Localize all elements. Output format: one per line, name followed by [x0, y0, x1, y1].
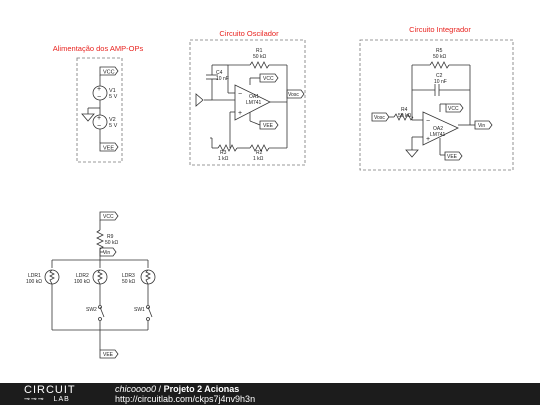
integrator-ground-icon	[405, 149, 419, 158]
oa1-vcc-label: VCC	[263, 76, 274, 82]
footer-title: chicoooo0 / Projeto 2 Acionas	[115, 384, 239, 394]
circuitlab-logo: CIRCUIT	[24, 384, 76, 396]
ldr1-name: LDR1	[28, 273, 41, 279]
oa2-opamp	[422, 111, 459, 146]
ldr-vee-box	[99, 349, 119, 359]
supply-circuit	[81, 66, 119, 152]
oa2-model: LM741	[430, 132, 446, 138]
ldr3-name: LDR3	[122, 273, 135, 279]
title-separator: /	[156, 384, 164, 394]
ldr-vin-label: Vin	[103, 250, 110, 256]
r1-resistor	[249, 61, 270, 69]
vosc-out-label: Vosc	[288, 92, 299, 98]
supply-section-title: Alimentação dos AMP-OPs	[53, 44, 144, 53]
v2-name: V2	[109, 117, 116, 123]
c4-value: 10 nF	[216, 76, 229, 82]
sw1-label: SW1	[134, 307, 145, 313]
sw2-label: SW2	[86, 307, 97, 313]
vosc-in-box	[371, 112, 390, 122]
c4-name: C4	[216, 70, 223, 76]
r1-name: R1	[256, 48, 263, 54]
integrator-section-title: Circuito Integrador	[409, 25, 471, 34]
vin-out-label: Vin	[478, 123, 485, 129]
c2-name: C2	[436, 73, 443, 79]
v2-value: 5 V	[109, 123, 118, 129]
ldr-vin-box	[99, 247, 117, 257]
oa1-name: OA1	[249, 94, 259, 100]
ldr-circuit	[44, 211, 156, 359]
project-url[interactable]: http://circuitlab.com/ckps7j4nv9h3n	[115, 394, 256, 404]
vcc-label-box	[99, 66, 119, 76]
ldr1-value: 100 kΩ	[26, 279, 42, 285]
ldr-vee-label: VEE	[103, 352, 114, 358]
vosc-in-label: Vosc	[374, 115, 385, 121]
r9-name: R9	[107, 234, 114, 240]
oa1-vee-label: VEE	[263, 123, 274, 129]
r5-name: R5	[436, 48, 443, 54]
svg-text:+: +	[238, 110, 242, 117]
oa1-model: LM741	[246, 100, 262, 106]
r9-value: 50 kΩ	[105, 240, 118, 246]
ground-icon	[81, 113, 95, 122]
footer-bar: CIRCUIT ⊸⊸⊸ LAB chicoooo0 / Projeto 2 Ac…	[0, 383, 540, 405]
oa1-vee-box	[259, 120, 279, 130]
schematic-canvas: Alimentação dos AMP-OPs Circuito Oscilad…	[26, 25, 514, 359]
oscillator-ground-icon	[195, 93, 204, 107]
circuitlab-logo-sub: ⊸⊸⊸ LAB	[24, 396, 70, 403]
r3-value: 1 kΩ	[218, 156, 229, 162]
oa2-vcc-label: VCC	[448, 106, 459, 112]
r9-resistor	[96, 229, 104, 250]
r5-value: 50 kΩ	[433, 54, 446, 60]
supply-section-box	[76, 57, 123, 163]
r3-name: R3	[220, 150, 227, 156]
svg-text:−: −	[97, 94, 101, 101]
svg-text:−: −	[238, 91, 242, 98]
oa2-name: OA2	[433, 126, 443, 132]
c2-value: 10 nF	[434, 79, 447, 85]
oa1-opamp	[234, 84, 271, 121]
v1-name: V1	[109, 88, 116, 94]
r2-name: R2	[256, 150, 263, 156]
ldr-vcc-box	[99, 211, 119, 221]
sw1-switch	[146, 305, 150, 309]
svg-text:−: −	[426, 118, 430, 125]
integrator-section-box	[359, 39, 514, 171]
svg-text:−: −	[97, 123, 101, 130]
vin-out-box	[474, 120, 493, 130]
oscillator-circuit	[195, 61, 305, 152]
v1-value: 5 V	[109, 94, 118, 100]
oa2-vcc-box	[445, 103, 464, 113]
ldr2-name: LDR2	[76, 273, 89, 279]
author-name[interactable]: chicoooo0	[115, 384, 157, 394]
supply-vcc-label: VCC	[103, 70, 115, 76]
r5-resistor	[429, 61, 450, 69]
r4-resistor	[393, 113, 414, 121]
supply-vee-label: VEE	[103, 146, 114, 152]
svg-text:+: +	[97, 115, 101, 122]
r1-value: 50 kΩ	[253, 54, 266, 60]
oa2-vee-label: VEE	[447, 154, 458, 160]
project-name[interactable]: Projeto 2 Acionas	[163, 384, 240, 394]
r4-value: 50 kΩ	[398, 113, 411, 119]
r3-resistor	[217, 144, 238, 152]
sw2-switch	[98, 305, 102, 309]
oa1-vcc-box	[259, 73, 279, 83]
r4-name: R4	[401, 107, 408, 113]
oscillator-section-title: Circuito Oscilador	[219, 29, 279, 38]
integrator-circuit	[371, 61, 493, 161]
ldr2-value: 100 kΩ	[74, 279, 90, 285]
svg-text:+: +	[426, 136, 430, 143]
ldr3-value: 50 kΩ	[122, 279, 135, 285]
svg-text:+: +	[97, 86, 101, 93]
vee-label-box	[99, 142, 119, 152]
ldr-vcc-label: VCC	[103, 214, 114, 220]
oa2-vee-box	[444, 151, 463, 161]
vosc-out-box	[286, 89, 305, 99]
r2-value: 1 kΩ	[253, 156, 264, 162]
oscillator-section-box	[189, 39, 306, 166]
r2-resistor	[249, 144, 270, 152]
